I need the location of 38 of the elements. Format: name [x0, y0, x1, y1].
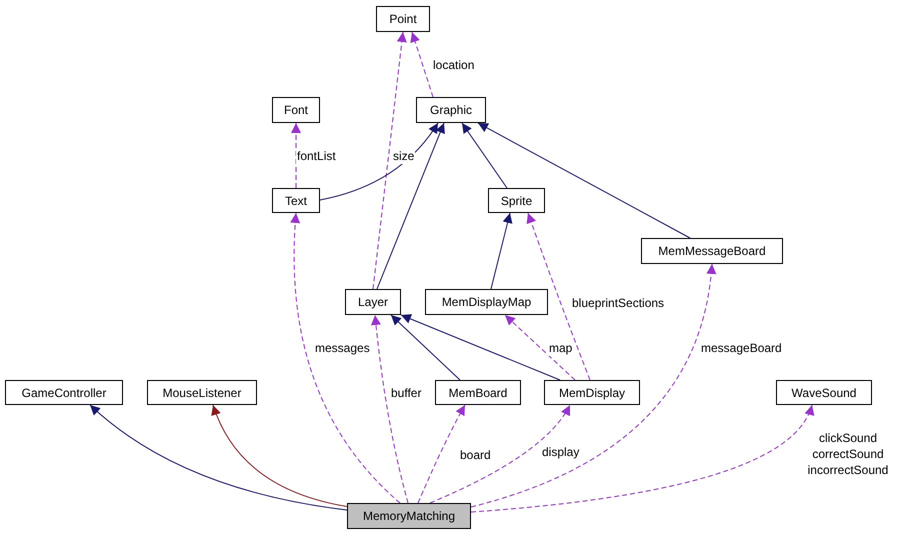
class-box: MemBoard	[435, 380, 521, 405]
arrow	[90, 404, 348, 510]
edge-label: size	[392, 148, 416, 164]
arrow	[490, 212, 512, 290]
class-box: WaveSound	[776, 380, 872, 405]
dashed-arrow	[291, 122, 301, 188]
dashed-arrow	[470, 404, 813, 512]
arrow	[478, 122, 690, 238]
arrow	[400, 314, 560, 380]
dashed-arrow	[430, 404, 570, 504]
class-box: MemDisplay	[544, 380, 640, 405]
arrow	[376, 122, 445, 290]
class-box: Font	[272, 97, 320, 123]
class-box: MouseListener	[147, 380, 257, 405]
arrow	[390, 314, 460, 380]
dashed-arrow	[410, 32, 434, 98]
class-box: Sprite	[488, 188, 545, 213]
edge-label: fontList	[296, 148, 337, 164]
dashed-arrow	[504, 314, 576, 380]
edge-label: display	[541, 444, 580, 460]
class-box: Point	[376, 6, 430, 32]
class-box: MemoryMatching	[347, 503, 471, 529]
class-box: Layer	[345, 289, 401, 315]
arrow	[462, 122, 508, 188]
edge-label: messageBoard	[700, 340, 783, 356]
dashed-arrow	[372, 32, 407, 290]
arrow	[320, 122, 438, 200]
class-box: MemDisplayMap	[425, 289, 548, 315]
class-box: Text	[272, 188, 320, 213]
dashed-arrow	[526, 212, 590, 380]
edge-label: blueprintSections	[571, 295, 666, 311]
dashed-arrow	[290, 212, 400, 504]
class-box: Graphic	[416, 97, 486, 123]
class-box: MemMessageBoard	[641, 238, 783, 264]
dashed-arrow	[418, 404, 466, 504]
class-box: GameController	[5, 380, 123, 405]
dashed-arrow	[470, 264, 716, 508]
dashed-arrow	[371, 314, 408, 504]
